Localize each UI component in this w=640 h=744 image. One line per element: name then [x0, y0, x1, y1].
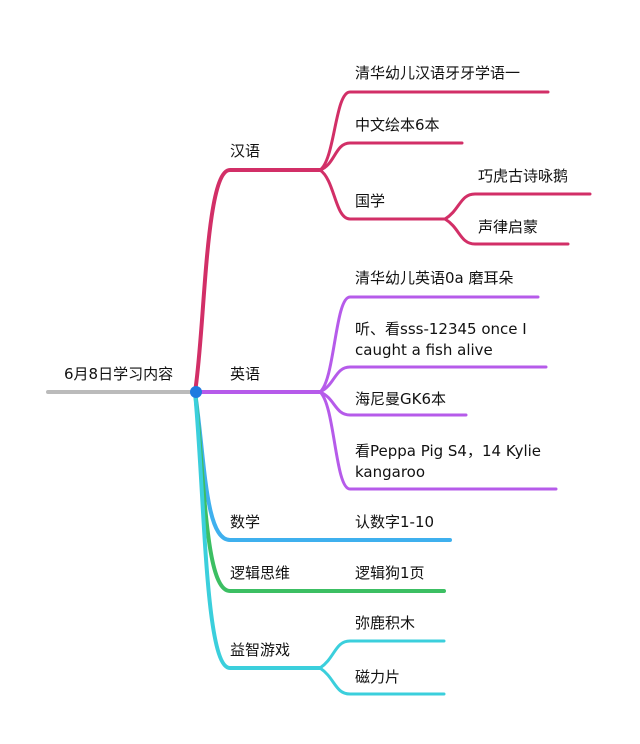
root-node-dot[interactable] [190, 386, 202, 398]
chinese-item-2[interactable]: 中文绘本6本 [355, 116, 440, 134]
english-item-1[interactable]: 清华幼儿英语0a 磨耳朵 [355, 269, 514, 287]
english-item-3[interactable]: 海尼曼GK6本 [355, 390, 447, 408]
root-label[interactable]: 6月8日学习内容 [64, 365, 174, 383]
games-item-1[interactable]: 弥鹿积木 [355, 614, 416, 632]
chinese-item-2-connector [318, 141, 464, 172]
chinese-item-3[interactable]: 国学 [355, 192, 386, 210]
branch-logic-label[interactable]: 逻辑思维 [230, 564, 291, 582]
english-item-4[interactable]: 看Peppa Pig S4，14 Kylie kangaroo [355, 442, 542, 481]
games-item-1-connector [318, 639, 446, 670]
branch-english-label[interactable]: 英语 [230, 365, 261, 383]
guoxue-item-2[interactable]: 声律启蒙 [478, 218, 539, 236]
english-item-2[interactable]: 听、看sss-12345 once I caught a fish alive [355, 320, 527, 359]
chinese-item-1-connector [318, 90, 550, 172]
english-item-2-connector [318, 365, 548, 394]
games-item-2[interactable]: 磁力片 [355, 668, 401, 686]
branch-games-label[interactable]: 益智游戏 [230, 641, 291, 659]
math-item-1[interactable]: 认数字1-10 [355, 513, 435, 531]
branch-chinese-connector [193, 168, 322, 394]
games-item-2-connector [318, 666, 446, 696]
english-item-1-connector [318, 295, 540, 394]
english-item-3-connector [318, 390, 468, 417]
logic-item-1[interactable]: 逻辑狗1页 [355, 564, 425, 582]
guoxue-item-1[interactable]: 巧虎古诗咏鹅 [478, 167, 569, 185]
branch-chinese-label[interactable]: 汉语 [230, 142, 261, 160]
chinese-item-3-connector [318, 168, 447, 221]
guoxue-item-1-connector [443, 192, 592, 221]
chinese-item-1[interactable]: 清华幼儿汉语牙牙学语一 [355, 64, 521, 82]
english-item-4-connector [318, 390, 558, 491]
branch-games-connector [193, 390, 322, 670]
branch-math-label[interactable]: 数学 [230, 513, 261, 531]
guoxue-item-2-connector [443, 217, 570, 246]
branch-logic-connector [193, 390, 446, 593]
